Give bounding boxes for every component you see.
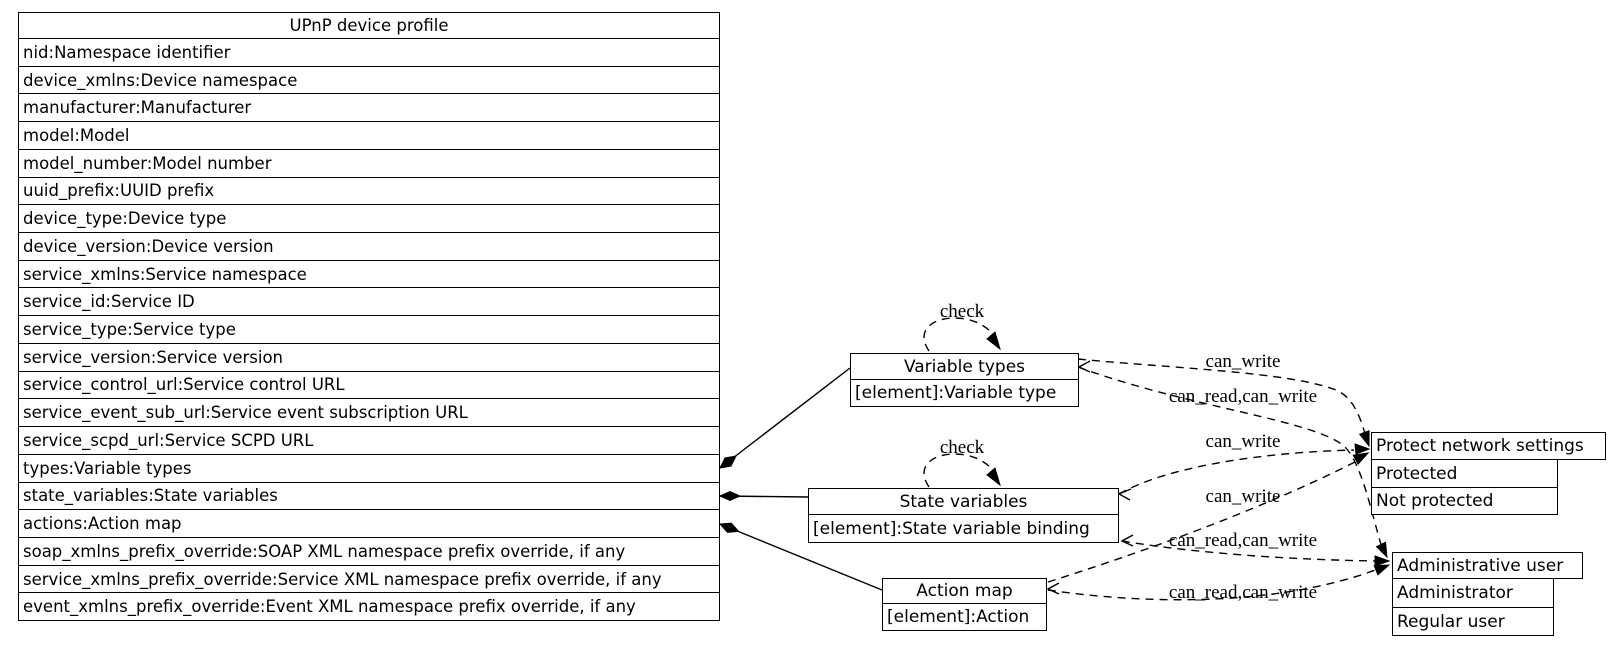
edge-state-variables-can-read-can-write xyxy=(1121,540,1379,562)
edge-label-check-state-variables: check xyxy=(940,437,985,458)
table-row: actions:Action map xyxy=(19,509,719,537)
arrowhead-into-variable-types xyxy=(1077,360,1091,373)
table-row: service_xmlns_prefix_override:Service XM… xyxy=(19,564,719,593)
edge-label-can-read-can-write-3: can_read,can_write xyxy=(1169,582,1317,603)
node-protect-network-settings-title: Protect network settings xyxy=(1371,432,1606,460)
diamond-actions xyxy=(718,522,740,533)
edge-action-map-can-write xyxy=(1047,461,1356,583)
arrowhead-admin-2 xyxy=(1374,555,1391,567)
edge-label-can-write-3: can_write xyxy=(1206,486,1281,507)
upnp-device-profile-node: UPnP device profile nid:Namespace identi… xyxy=(18,12,720,621)
edge-label-can-write-1: can_write xyxy=(1206,351,1281,372)
node-title: Action map xyxy=(883,579,1046,604)
composition-edge-types xyxy=(719,367,851,469)
node-row: [element]:State variable binding xyxy=(813,518,1090,539)
enum-value: Protected xyxy=(1376,463,1458,484)
table-row: model_number:Model number xyxy=(19,148,719,177)
diamond-types xyxy=(719,455,737,469)
table-row: device_xmlns:Device namespace xyxy=(19,65,719,94)
composition-edge-actions xyxy=(719,523,883,591)
table-row: soap_xmlns_prefix_override:SOAP XML name… xyxy=(19,536,719,565)
check-loop-variable-types xyxy=(923,317,999,352)
arrowhead-protect-3 xyxy=(1352,452,1370,465)
edge-label-can-read-can-write-1: can_read,can_write xyxy=(1169,386,1317,407)
table-row: device_type:Device type xyxy=(19,204,719,232)
node-title: Variable types xyxy=(851,354,1078,380)
node-protect-network-settings-values: Protected Not protected xyxy=(1371,460,1558,515)
enum-value: Regular user xyxy=(1393,607,1553,635)
diamond-state-variables xyxy=(718,490,742,502)
node-action-map: Action map [element]:Action xyxy=(882,578,1047,631)
enum-value: Not protected xyxy=(1372,487,1557,514)
table-row: service_version:Service version xyxy=(19,342,719,371)
table-rows: nid:Namespace identifier device_xmlns:De… xyxy=(19,38,719,620)
table-row: model:Model xyxy=(19,121,719,149)
table-row: nid:Namespace identifier xyxy=(19,38,719,66)
node-state-variables: State variables [element]:State variable… xyxy=(808,488,1119,543)
node-row: [element]:Action xyxy=(887,607,1030,627)
arrowhead-into-state-variables-corner xyxy=(1120,534,1134,547)
enum-value: Administrator xyxy=(1397,583,1513,603)
table-row: service_id:Service ID xyxy=(19,287,719,315)
table-row: state_variables:State variables xyxy=(19,481,719,510)
table-row: service_scpd_url:Service SCPD URL xyxy=(19,426,719,454)
table-row: event_xmlns_prefix_override:Event XML na… xyxy=(19,592,719,620)
node-administrative-user-title: Administrative user xyxy=(1392,552,1583,579)
table-row: manufacturer:Manufacturer xyxy=(19,93,719,121)
edge-variable-types-can-read-can-write xyxy=(1077,366,1383,549)
table-row: device_version:Device version xyxy=(19,232,719,260)
arrowhead-protect-1 xyxy=(1358,429,1370,448)
table-row: service_xmlns:Service namespace xyxy=(19,259,719,288)
table-row: types:Variable types xyxy=(19,453,719,482)
edge-variable-types-can-write xyxy=(1077,358,1368,442)
arrowhead-check-variable-types xyxy=(986,331,1001,351)
node-administrative-user-values: Administrator Regular user xyxy=(1392,579,1554,636)
table-title: UPnP device profile xyxy=(289,16,449,35)
edge-label-can-write-2: can_write xyxy=(1206,431,1281,452)
node-row: [element]:Variable type xyxy=(855,383,1057,403)
arrowhead-admin-3 xyxy=(1373,564,1391,576)
arrowhead-into-action-map xyxy=(1046,582,1060,595)
node-title: State variables xyxy=(809,489,1118,515)
table-row: service_event_sub_url:Service event subs… xyxy=(19,398,719,426)
table-row: uuid_prefix:UUID prefix xyxy=(19,176,719,205)
table-row: service_control_url:Service control URL xyxy=(19,370,719,399)
arrowhead-check-state-variables xyxy=(986,467,1001,487)
arrowhead-protect-2 xyxy=(1354,443,1371,455)
edge-label-can-read-can-write-2: can_read,can_write xyxy=(1169,530,1317,551)
table-row: service_type:Service type xyxy=(19,315,719,343)
arrowhead-admin-1 xyxy=(1375,541,1388,559)
arrowhead-into-state-variables xyxy=(1117,488,1132,501)
check-loop-state-variables xyxy=(923,453,999,488)
node-variable-types: Variable types [element]:Variable type xyxy=(850,353,1079,407)
edge-label-check-variable-types: check xyxy=(940,301,985,322)
